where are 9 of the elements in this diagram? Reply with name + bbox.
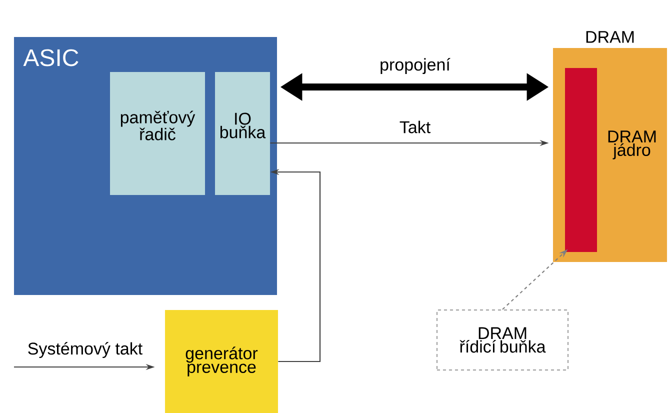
- node-label: DRAM: [586, 31, 634, 43]
- edge-label: Systémový takt: [26, 340, 144, 360]
- generator-box: generátor prevence: [165, 310, 278, 413]
- edge-label: Takt: [398, 120, 432, 134]
- control-cell-bar: [565, 68, 597, 252]
- controller-box: paměťový řadič: [110, 72, 205, 195]
- io-cell-box: IO buňka: [215, 72, 270, 195]
- callout-box: DRAM řídicí buňka: [436, 309, 569, 371]
- edge-label: propojení: [378, 56, 452, 76]
